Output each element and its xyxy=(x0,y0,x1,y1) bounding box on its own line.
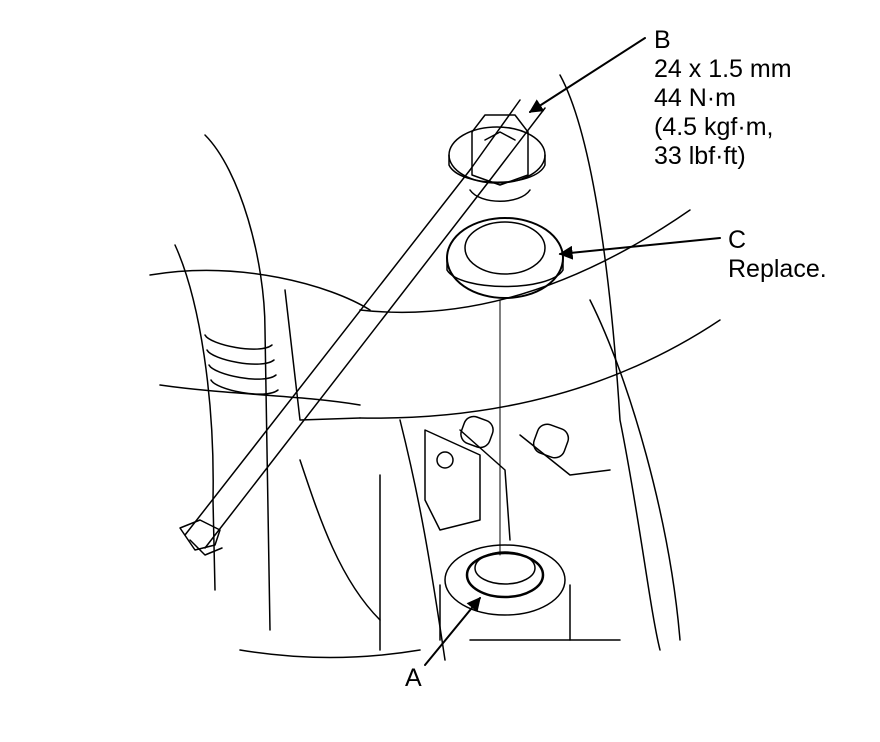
callout-b-torque-lbfft: 33 lbf·ft) xyxy=(654,142,746,170)
callout-a: A xyxy=(405,664,422,693)
callout-c-letter: C xyxy=(728,226,747,254)
callout-b-torque-kgfm: (4.5 kgf·m, xyxy=(654,113,774,141)
callout-c-note: Replace. xyxy=(728,255,827,283)
callout-b: B 24 x 1.5 mm 44 N·m (4.5 kgf·m, 33 lbf·… xyxy=(654,26,792,171)
drain-hole xyxy=(439,544,571,641)
sealing-washer xyxy=(446,217,564,299)
leader-arrow-c xyxy=(558,237,721,260)
leader-arrow-b xyxy=(528,37,646,113)
leader-arrow-a xyxy=(424,596,481,666)
callout-b-torque-nm: 44 N·m xyxy=(654,84,736,112)
callout-b-size: 24 x 1.5 mm xyxy=(654,55,792,83)
callout-c: C Replace. xyxy=(728,226,827,284)
callout-b-letter: B xyxy=(654,26,671,54)
dipstick-tube xyxy=(179,99,546,556)
hose xyxy=(204,334,279,395)
transmission-case xyxy=(149,74,721,661)
drain-plug-bolt xyxy=(448,114,546,202)
mounting-bracket xyxy=(424,415,570,531)
callout-a-letter: A xyxy=(405,664,422,692)
